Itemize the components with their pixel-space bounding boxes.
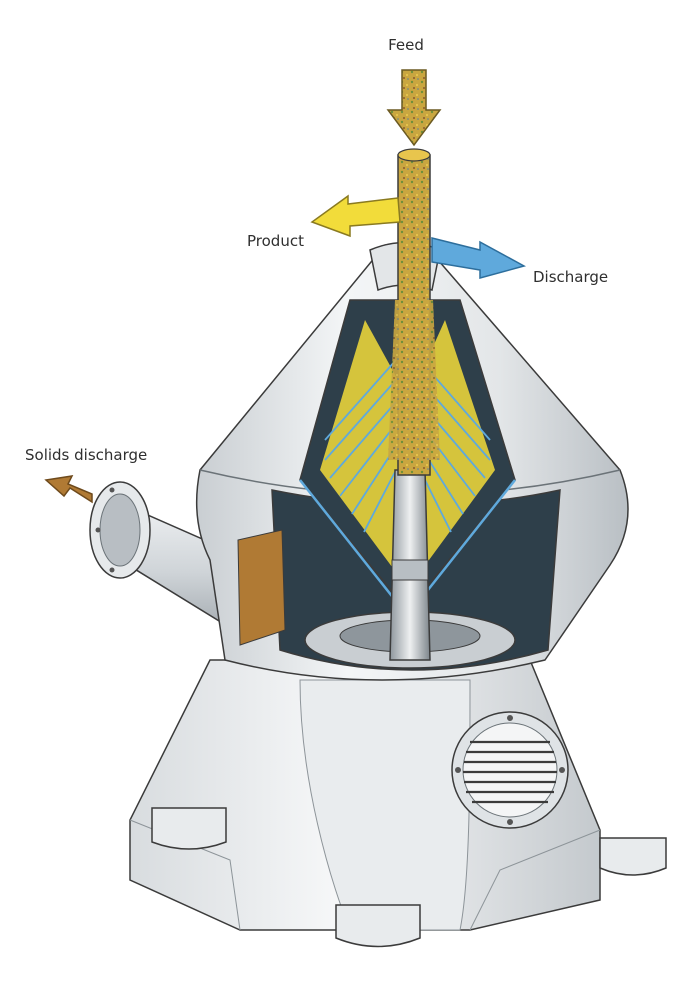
arrow-left-icon bbox=[310, 194, 401, 238]
spindle bbox=[304, 469, 516, 669]
arrow-up-left-icon bbox=[44, 475, 93, 504]
product-label: Product bbox=[247, 232, 304, 250]
solids-discharge-label: Solids discharge bbox=[25, 446, 147, 464]
discharge-label: Discharge bbox=[533, 268, 608, 286]
arrow-down-icon bbox=[386, 69, 442, 147]
vent-grille-icon bbox=[451, 711, 569, 829]
feed-tube bbox=[388, 148, 440, 476]
arrow-right-icon bbox=[431, 237, 526, 279]
feed-label: Feed bbox=[388, 36, 424, 54]
machine-base bbox=[129, 659, 667, 948]
